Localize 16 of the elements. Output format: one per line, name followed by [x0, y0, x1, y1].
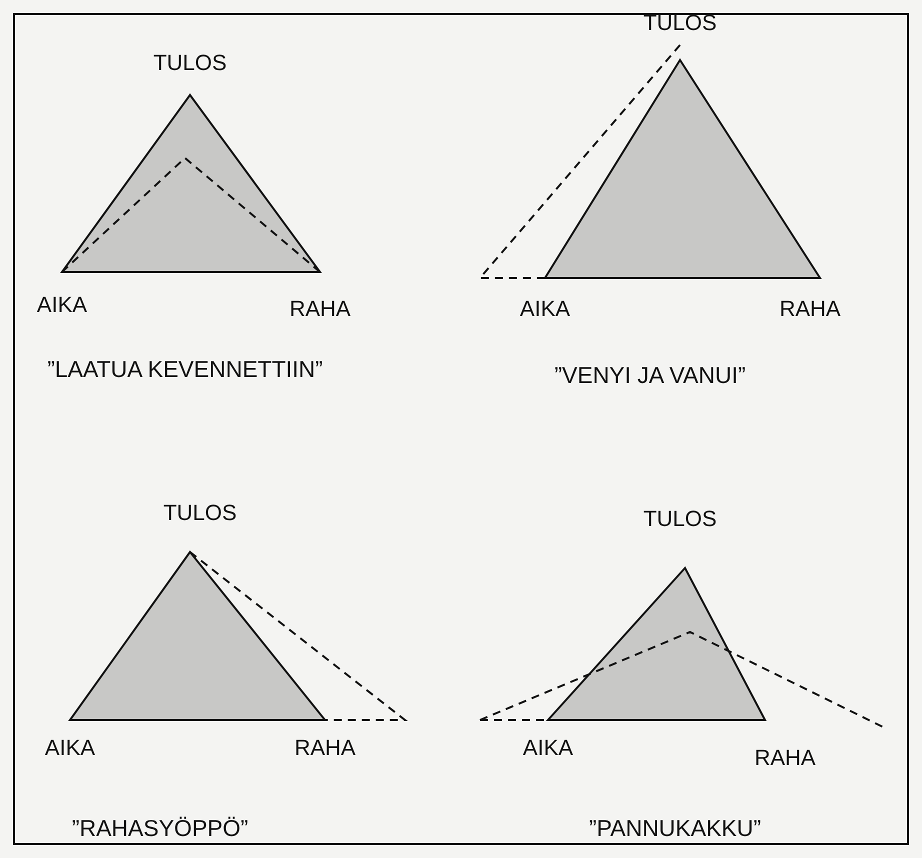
corner-label: RAHA: [754, 745, 816, 771]
corner-label: AIKA: [36, 292, 88, 318]
caption: ”PANNUKAKKU”: [588, 815, 762, 842]
corner-label: RAHA: [779, 296, 841, 322]
corner-label: TULOS: [643, 506, 717, 532]
corner-label: AIKA: [520, 296, 570, 322]
corner-label: RAHA: [294, 735, 356, 761]
caption: ”VENYI JA VANUI”: [554, 362, 746, 389]
caption: ”RAHASYÖPPÖ”: [72, 815, 248, 842]
corner-label: TULOS: [153, 50, 227, 76]
corner-label: AIKA: [44, 735, 96, 761]
caption: ”LAATUA KEVENNETTIIN”: [47, 356, 323, 383]
corner-label: TULOS: [643, 10, 717, 36]
corner-label: AIKA: [522, 735, 574, 761]
corner-label: TULOS: [163, 500, 237, 526]
corner-label: RAHA: [289, 296, 351, 322]
